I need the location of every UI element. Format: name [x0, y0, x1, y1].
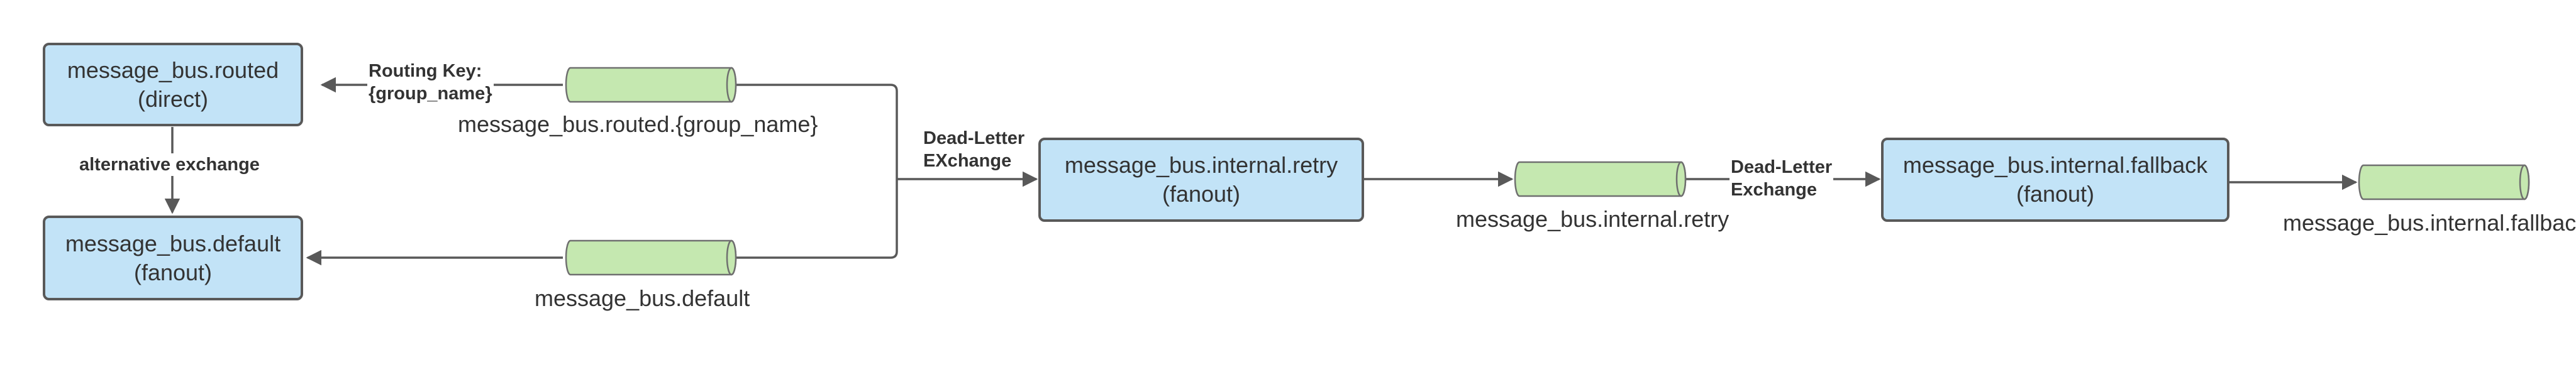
- exchange-fallback: message_bus.internal.fallback (fanout): [1881, 138, 2229, 222]
- routing-key-line2: {group_name}: [369, 84, 492, 104]
- exchange-retry: message_bus.internal.retry (fanout): [1038, 138, 1364, 222]
- exchange-routed-name: message_bus.routed: [67, 57, 279, 83]
- exchange-default-name: message_bus.default: [65, 230, 281, 256]
- exchange-retry-type: (fanout): [1162, 181, 1241, 207]
- exchange-default: message_bus.default (fanout): [43, 216, 303, 300]
- exchange-routed: message_bus.routed (direct): [43, 43, 303, 126]
- exchange-retry-name: message_bus.internal.retry: [1064, 152, 1338, 178]
- queue-default-cylinder: [565, 239, 737, 276]
- queue-fallback-label: message_bus.internal.fallback: [2283, 210, 2576, 236]
- queue-retry-cylinder: [1514, 161, 1687, 197]
- dead-letter-1-line1: Dead-Letter: [923, 128, 1025, 148]
- dead-letter-1-line2: EXchange: [923, 151, 1012, 171]
- queue-routed-label: message_bus.routed.{group_name}: [458, 111, 818, 137]
- edge-label-alternative-exchange: alternative exchange: [77, 153, 262, 176]
- routing-key-line1: Routing Key:: [369, 61, 482, 81]
- queue-retry-label: message_bus.internal.retry: [1456, 206, 1729, 232]
- dead-letter-2-line2: Exchange: [1731, 180, 1817, 200]
- edge-label-dead-letter-1: Dead-Letter EXchange: [923, 127, 1024, 172]
- exchange-default-type: (fanout): [133, 259, 213, 285]
- queue-default-label: message_bus.default: [535, 285, 750, 311]
- exchange-fallback-name: message_bus.internal.fallback: [1902, 152, 2208, 178]
- edge-dead-letter-to-retry: [736, 84, 1036, 259]
- queue-routed-cylinder: [565, 67, 737, 103]
- edge-label-dead-letter-2: Dead-Letter Exchange: [1729, 156, 1834, 201]
- exchange-fallback-type: (fanout): [2016, 181, 2095, 207]
- edge-label-routing-key: Routing Key: {group_name}: [367, 60, 494, 105]
- queue-fallback-cylinder: [2358, 164, 2530, 200]
- exchange-routed-type: (direct): [137, 85, 208, 112]
- dead-letter-2-line1: Dead-Letter: [1731, 157, 1833, 177]
